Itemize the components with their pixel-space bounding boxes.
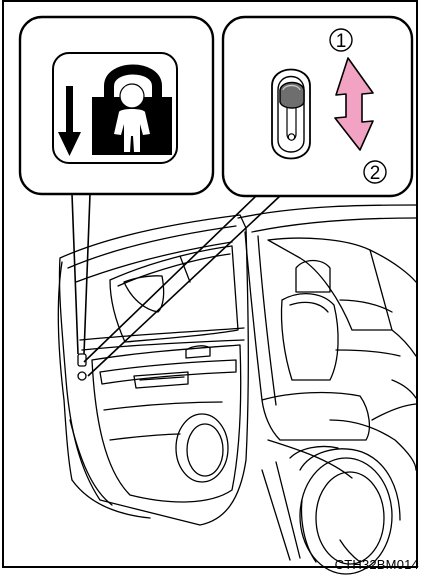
figure-code: CTH32BM014 [335,557,419,572]
callout-2-label: 2 [370,163,381,184]
callout-1-label: 1 [336,31,347,52]
right-inset: 1 2 [223,17,412,196]
child-lock-lever-icon [272,70,310,159]
left-inset [20,17,213,194]
callout-2: 2 [364,161,386,184]
callout-1: 1 [330,29,352,52]
car-body [238,205,416,574]
